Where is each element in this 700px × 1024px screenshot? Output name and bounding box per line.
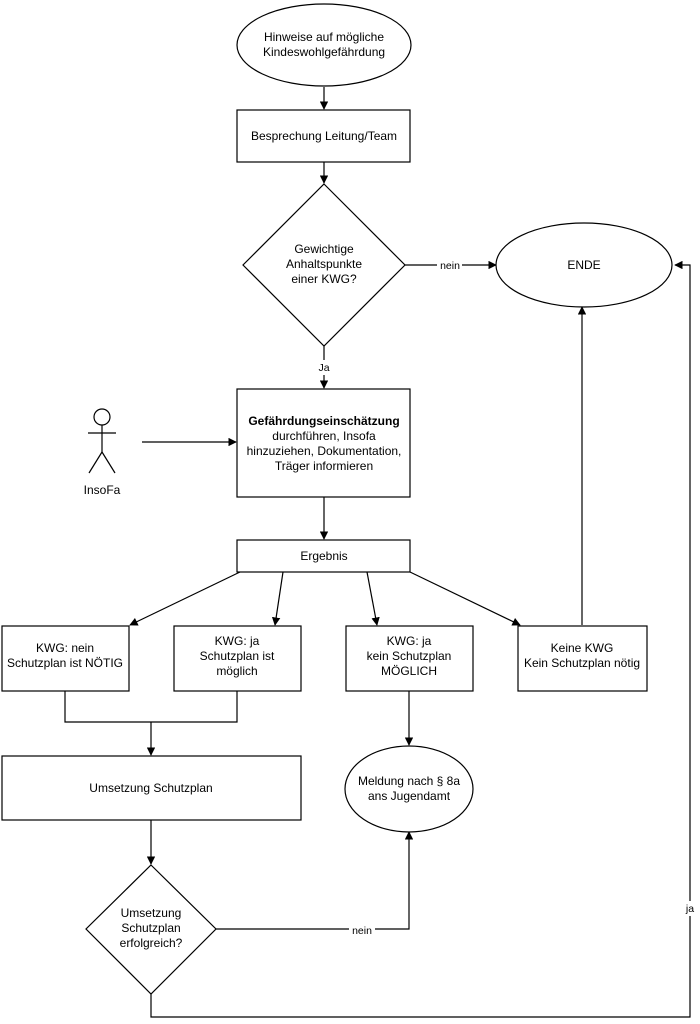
outcome-schutzplan-necessary-node: KWG: nein Schutzplan ist NÖTIG	[1, 625, 130, 692]
edge-outcomes-merge	[64, 691, 238, 723]
edge-label-success-no: nein	[352, 925, 372, 937]
report-line2: ans Jugendamt	[368, 789, 451, 803]
success-decision-line2: Schutzplan	[121, 921, 180, 935]
edge-label-kwg-no: nein	[440, 260, 460, 272]
outcome-impossible-line2: kein Schutzplan	[367, 649, 452, 663]
edge-label-kwg-yes: Ja	[318, 362, 329, 374]
meeting-node: Besprechung Leitung/Team	[236, 109, 411, 163]
result-node: Ergebnis	[236, 539, 411, 573]
edge-result-to-outcome-impossible	[366, 571, 380, 626]
outcome-no-kwg-node: Keine KWG Kein Schutzplan nötig	[517, 625, 648, 692]
assessment-node: Gefährdungseinschätzung durchführen, Ins…	[236, 388, 411, 498]
outcome-none-line1: Keine KWG	[551, 641, 614, 655]
kwg-decision-node: Gewichtige Anhaltspunkte einer KWG?	[242, 183, 406, 347]
result-node-label: Ergebnis	[300, 549, 347, 563]
report-node: Meldung nach § 8a ans Jugendamt	[344, 745, 474, 833]
edge-success-to-report-no	[216, 831, 414, 930]
meeting-node-label: Besprechung Leitung/Team	[251, 129, 397, 143]
success-decision-node: Umsetzung Schutzplan erfolgreich?	[85, 864, 217, 995]
assessment-line4: Träger informieren	[275, 459, 373, 473]
start-node-line2: Kindeswohlgefährdung	[263, 45, 385, 59]
insofa-actor: InsoFa	[84, 408, 121, 497]
report-line1: Meldung nach § 8a	[358, 774, 460, 788]
assessment-line3: hinzuziehen, Dokumentation,	[247, 444, 402, 458]
assessment-line1: Gefährdungseinschätzung	[248, 414, 399, 428]
actor-leg-left	[88, 451, 103, 474]
end-node: ENDE	[495, 222, 673, 308]
implementation-node-label: Umsetzung Schutzplan	[89, 781, 212, 795]
edge-result-to-outcome-necessary	[129, 571, 241, 626]
start-node: Hinweise auf mögliche Kindeswohlgefährdu…	[236, 3, 412, 87]
success-decision-line3: erfolgreich?	[120, 936, 183, 950]
actor-leg-right	[101, 451, 116, 474]
insofa-actor-label: InsoFa	[84, 483, 121, 497]
outcome-possible-line1: KWG: ja	[215, 634, 260, 648]
start-node-line1: Hinweise auf mögliche	[264, 30, 384, 44]
end-node-label: ENDE	[567, 258, 600, 272]
kwg-decision-line1: Gewichtige	[294, 242, 354, 256]
kwg-decision-line2: Anhaltspunkte	[286, 257, 362, 271]
actor-head	[93, 408, 111, 426]
edge-success-to-end-yes	[150, 260, 691, 1018]
outcome-possible-line3: möglich	[216, 664, 257, 678]
success-decision-line1: Umsetzung	[121, 906, 182, 920]
kwg-decision-line3: einer KWG?	[291, 272, 357, 286]
outcome-necessary-line1: KWG: nein	[36, 641, 94, 655]
edge-labels: nein Ja nein ja	[314, 257, 698, 937]
outcome-impossible-line1: KWG: ja	[387, 634, 432, 648]
outcome-schutzplan-impossible-node: KWG: ja kein Schutzplan MÖGLICH	[345, 625, 474, 692]
edge-result-to-outcome-possible	[271, 571, 284, 626]
outcome-impossible-line3: MÖGLICH	[381, 664, 437, 678]
edge-label-success-yes: ja	[685, 903, 694, 915]
outcome-possible-line2: Schutzplan ist	[200, 649, 275, 663]
outcome-none-line2: Kein Schutzplan nötig	[524, 656, 640, 670]
assessment-line2: durchführen, Insofa	[272, 429, 376, 443]
edge-result-to-outcome-none	[409, 571, 521, 626]
implementation-node: Umsetzung Schutzplan	[1, 755, 302, 821]
outcome-necessary-line2: Schutzplan ist NÖTIG	[7, 656, 123, 670]
outcome-schutzplan-possible-node: KWG: ja Schutzplan ist möglich	[173, 625, 302, 692]
edges	[64, 87, 691, 1018]
